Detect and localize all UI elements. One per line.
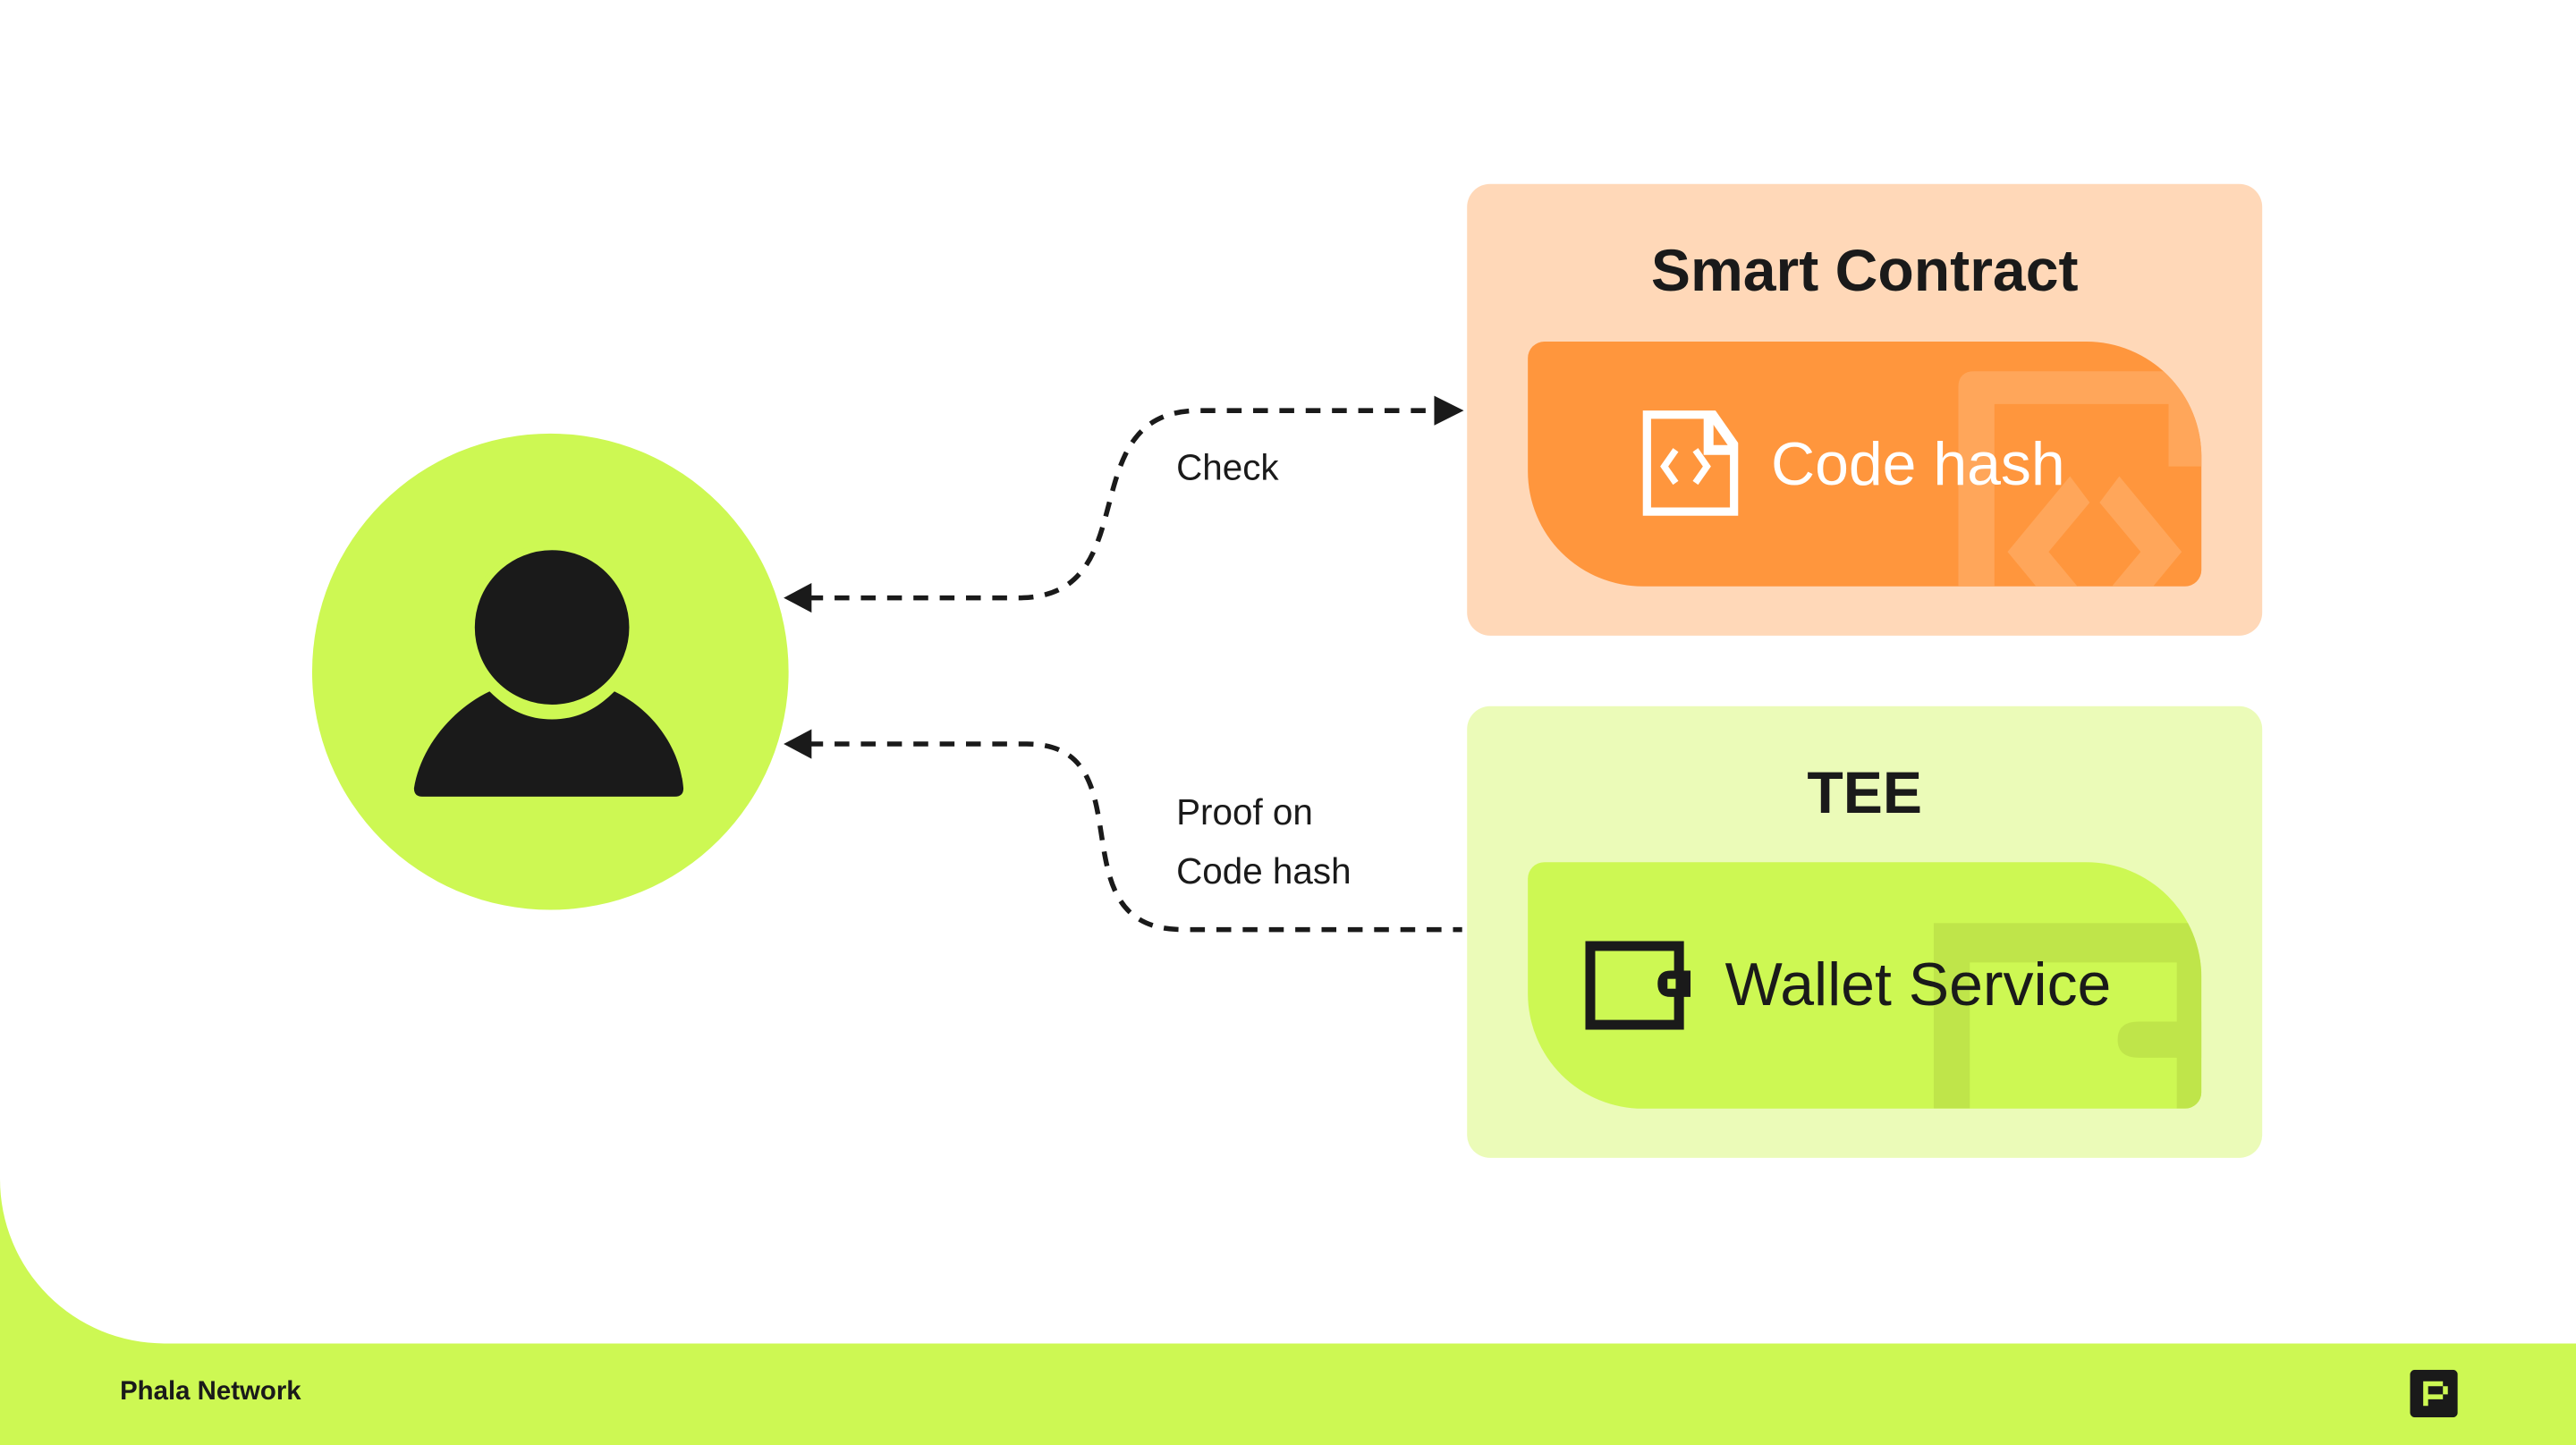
diagram-connectors [311, 395, 1464, 933]
proof-label-line1: Proof on [1176, 791, 1313, 833]
arrowhead-right-icon [1434, 395, 1464, 426]
tee-title: TEE [1807, 758, 1922, 826]
smart-contract-title: Smart Contract [1650, 236, 2079, 304]
arrowhead-left-icon [784, 729, 812, 759]
code-hash-label: Code hash [1770, 430, 2065, 498]
code-hash-card: Code hash [1528, 342, 2202, 587]
code-file-icon [1642, 410, 1739, 516]
tee-box: TEE Wallet Service [1467, 706, 2263, 1158]
arrowhead-left-icon [784, 583, 812, 613]
footer-brand: Phala Network [120, 1378, 301, 1407]
check-arrow-line [808, 408, 1439, 601]
wallet-watermark-icon [1933, 923, 2202, 1109]
wallet-service-card: Wallet Service [1528, 862, 2202, 1109]
phala-logo-icon [2410, 1369, 2458, 1418]
smart-contract-box: Smart Contract Code hash [1467, 183, 2263, 636]
wallet-service-label: Wallet Service [1724, 951, 2112, 1018]
proof-label-line2: Code hash [1176, 850, 1352, 892]
check-label: Check [1176, 446, 1279, 488]
wallet-icon [1585, 941, 1690, 1030]
proof-arrow-line [808, 741, 1462, 933]
user-icon [413, 543, 684, 797]
code-watermark-icon [1958, 371, 2202, 587]
